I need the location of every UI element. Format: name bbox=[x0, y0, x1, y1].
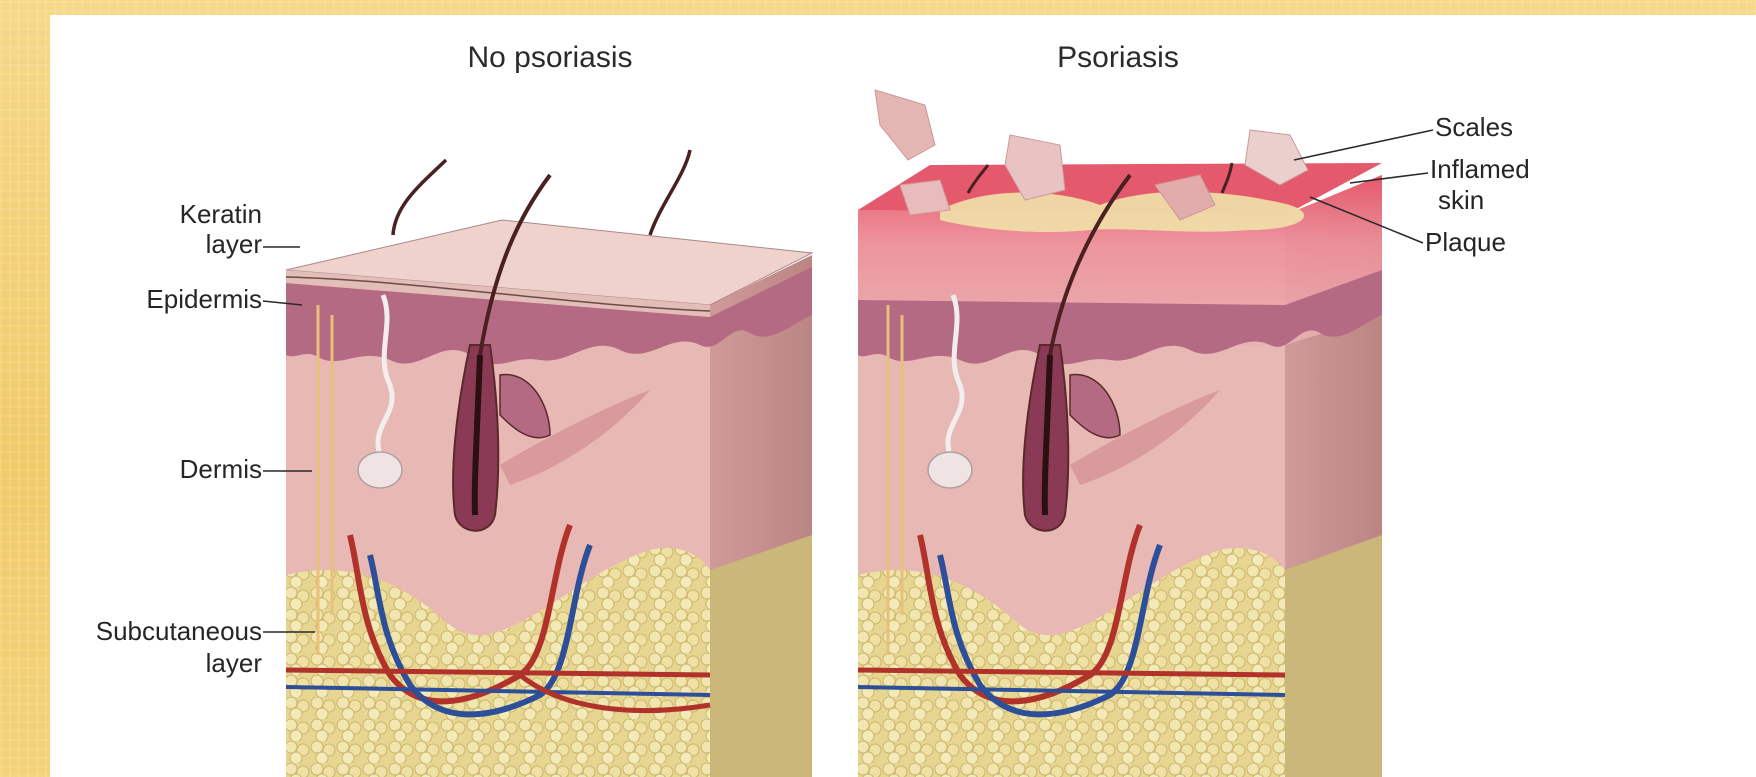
leader-scales bbox=[1294, 130, 1433, 160]
right-sweat-gland bbox=[928, 452, 972, 488]
label-subcutaneous-line2: layer bbox=[206, 648, 263, 678]
right-fat-side bbox=[1285, 535, 1382, 777]
label-dermis: Dermis bbox=[180, 454, 262, 484]
label-keratin-line2: layer bbox=[206, 229, 263, 259]
label-keratin-line1: Keratin bbox=[180, 199, 262, 229]
left-hair-1 bbox=[393, 160, 446, 235]
right-scale-1 bbox=[875, 90, 935, 160]
left-fat-side bbox=[710, 535, 812, 777]
label-scales: Scales bbox=[1435, 112, 1513, 142]
label-inflamed-line1: Inflamed bbox=[1430, 154, 1530, 184]
label-inflamed-line2: skin bbox=[1438, 185, 1484, 215]
left-hair-3 bbox=[650, 150, 690, 235]
title-psoriasis: Psoriasis bbox=[1057, 41, 1179, 74]
right-skin-block bbox=[858, 90, 1382, 777]
label-epidermis: Epidermis bbox=[146, 284, 262, 314]
left-sweat-gland bbox=[358, 452, 402, 488]
left-skin-block bbox=[286, 150, 812, 777]
label-subcutaneous-line1: Subcutaneous bbox=[96, 616, 262, 646]
title-no-psoriasis: No psoriasis bbox=[467, 41, 632, 74]
psoriasis-skin-diagram: No psoriasis Psoriasis Keratin layer Epi… bbox=[50, 15, 1756, 777]
label-plaque: Plaque bbox=[1425, 227, 1506, 257]
leader-inflamed bbox=[1350, 173, 1428, 183]
